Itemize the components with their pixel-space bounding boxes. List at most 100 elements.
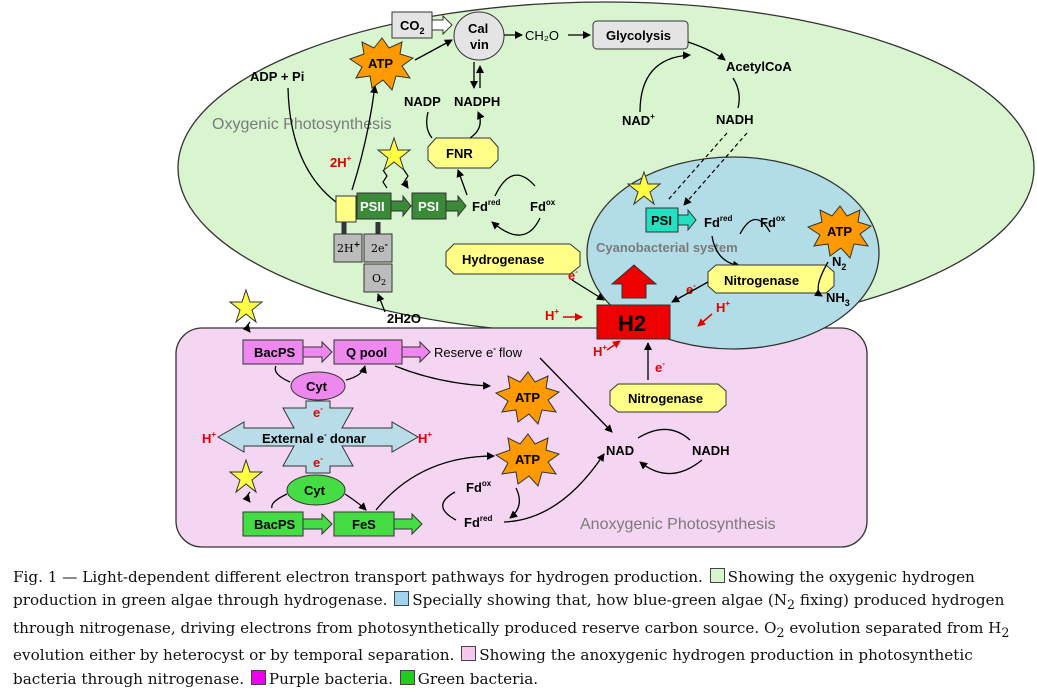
h2o-label: 2H2O	[387, 311, 421, 326]
psi-box	[411, 192, 447, 220]
fes-label: FeS	[352, 517, 376, 532]
hydrogenase-box	[445, 243, 581, 275]
atp-label-mid: ATP	[515, 390, 540, 405]
nadph-label: NADPH	[454, 94, 500, 109]
cyanobacterial-zone	[586, 156, 880, 350]
calvin-label-2: vin	[470, 37, 489, 52]
atp-burst-mid	[494, 371, 561, 426]
nadh-to-cyano-psi-dashed	[667, 132, 748, 205]
atp-label-top: ATP	[368, 56, 393, 71]
anoxygenic-zone-label: Anoxygenic Photosynthesis	[580, 516, 776, 533]
external-donor-arrow	[216, 400, 420, 474]
atp-burst-bottom	[494, 433, 561, 488]
hydrogenase-to-h2-arrow	[571, 279, 605, 301]
nitrogenase-label-bottom: Nitrogenase	[628, 391, 703, 406]
h2o-to-boxes	[376, 293, 386, 313]
nitrogenase-box-bottom	[609, 383, 727, 413]
fnr-label: FNR	[446, 146, 473, 161]
cyanobacterial-swatch	[394, 591, 410, 607]
cyano-psi-box	[645, 207, 679, 233]
cyt-green	[286, 474, 346, 506]
bacps-label-purple: BacPS	[254, 345, 296, 360]
e-minus-lower-arrow: e-	[313, 454, 323, 470]
proton-box-label: 2H+	[337, 239, 360, 255]
light-wave-bottom	[242, 491, 251, 503]
psii-label: PSII	[360, 199, 385, 214]
external-donor-label: External e-donar	[262, 430, 366, 446]
o2-box-label: O2	[372, 272, 386, 287]
light-wave-psii	[382, 169, 408, 188]
nadp-cycle	[426, 112, 481, 139]
fes-to-atp-curve	[375, 452, 495, 511]
atp-label-bottom: ATP	[515, 452, 540, 467]
reserve-to-nad-arrow	[539, 357, 613, 433]
caption-purple: Purple bacteria.	[268, 669, 398, 688]
atp-burst-cyano	[806, 205, 873, 260]
cyano-psi-arrow	[677, 208, 697, 232]
caption-cyano-1: Specially showing that, how blue-green a…	[412, 591, 788, 610]
proton-box	[333, 233, 363, 263]
calvin-cycle	[453, 11, 505, 61]
light-wave-top	[242, 321, 251, 333]
fd-red-bottom-label: Fdred	[464, 514, 492, 530]
atp-label-cyano: ATP	[827, 224, 852, 239]
cyano-fd-ox-label: Fdox	[760, 214, 786, 230]
split-arrows	[341, 222, 381, 234]
qpool-reserve-arrow	[401, 340, 431, 364]
h2-box	[596, 304, 671, 340]
caption-anoxygenic: Showing the anoxygenic hydrogen producti…	[13, 646, 973, 688]
qpool-to-atp-curve	[394, 365, 491, 390]
figure-number: Fig. 1 —	[13, 568, 83, 586]
o2-box	[363, 263, 393, 293]
oxygenic-zone-label: Oxygenic Photosynthesis	[212, 116, 392, 133]
glycolysis-label: Glycolysis	[606, 28, 671, 43]
adp-pi-label: ADP + Pi	[250, 69, 304, 84]
cyt-purple-label: Cyt	[306, 379, 328, 394]
bacps-to-qpool-arrow	[302, 340, 333, 364]
nitrogenase-label-cyano: Nitrogenase	[724, 273, 799, 288]
fd-red-label: Fdred	[472, 198, 500, 214]
thylakoid-channel	[335, 195, 357, 223]
h-plus-ext-right: H+	[418, 430, 432, 446]
bacps-label-green: BacPS	[254, 517, 296, 532]
electron-box-label: 2e-	[371, 239, 388, 255]
sun-icon-bacps-top	[228, 288, 264, 324]
psi-to-fd-arrow	[445, 194, 467, 218]
fnr-box	[427, 137, 499, 169]
sun-icon-bacps-bottom	[228, 458, 264, 494]
green-bacteria-swatch	[399, 669, 415, 685]
h2-label: H2	[618, 311, 646, 336]
e-minus-bottom: e-	[655, 359, 665, 375]
cyt-green-label: Cyt	[304, 483, 326, 498]
electron-box	[363, 233, 393, 263]
glycolysis-to-acetylcoa-arrow	[687, 41, 726, 61]
bacps-box-purple	[242, 339, 304, 365]
caption-cyano-4: evolution either by heterocyst or by tem…	[13, 646, 460, 665]
psi-label: PSI	[418, 199, 439, 214]
nad-nadh-cycle-top	[639, 55, 740, 113]
nitrogenase-box-cyano	[707, 264, 835, 294]
glycolysis-box	[592, 20, 689, 50]
fd-to-fnr-arrow	[456, 169, 468, 196]
qpool-label: Q pool	[346, 345, 387, 360]
h-plus-bottom: H+	[593, 343, 607, 359]
caption-cyano-3: evolution separated from H	[784, 618, 1002, 637]
fd-ox-bottom-label: Fdox	[466, 479, 492, 495]
h2-up-arrow	[610, 264, 658, 299]
atp-burst-top	[348, 37, 415, 92]
atp-to-calvin-arrow	[414, 39, 453, 61]
cyano-psi-label: PSI	[651, 213, 672, 228]
caption-sub-o2: 2	[776, 624, 785, 640]
reserve-flow-label: Reserve e-flow	[434, 344, 523, 360]
figure-caption: Fig. 1 — Light-dependent different elect…	[13, 566, 1031, 691]
h-plus-left: H+	[545, 307, 559, 323]
anoxygenic-zone	[175, 327, 868, 548]
caption-intro: Light-dependent different electron trans…	[82, 568, 708, 586]
cyt-purple	[290, 371, 346, 401]
calvin-label-1: Cal	[468, 21, 488, 36]
h-plus-bottom-arrow	[606, 340, 621, 351]
co2-arrow	[431, 14, 453, 36]
oxygenic-swatch	[709, 568, 725, 583]
nh3-label: NH3	[826, 290, 850, 308]
hydrogenase-label: Hydrogenase	[462, 252, 544, 267]
